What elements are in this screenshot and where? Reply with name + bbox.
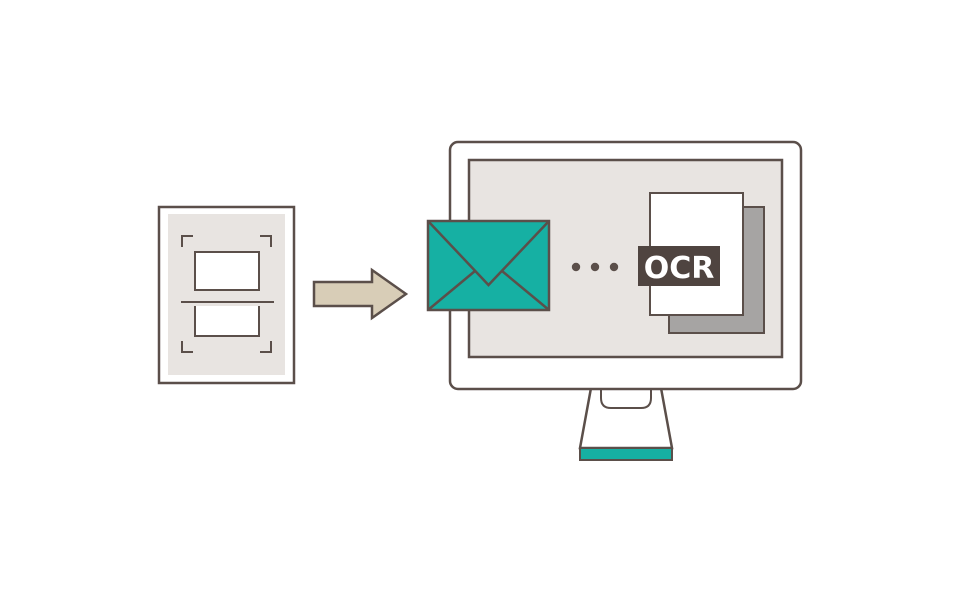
envelope-icon — [426, 219, 551, 312]
ocr-label-text: OCR — [644, 251, 715, 286]
scanner-icon — [157, 205, 296, 385]
arrow-right-icon — [312, 267, 409, 321]
ellipsis-dots — [571, 262, 619, 272]
ocr-label: OCR — [638, 246, 720, 286]
